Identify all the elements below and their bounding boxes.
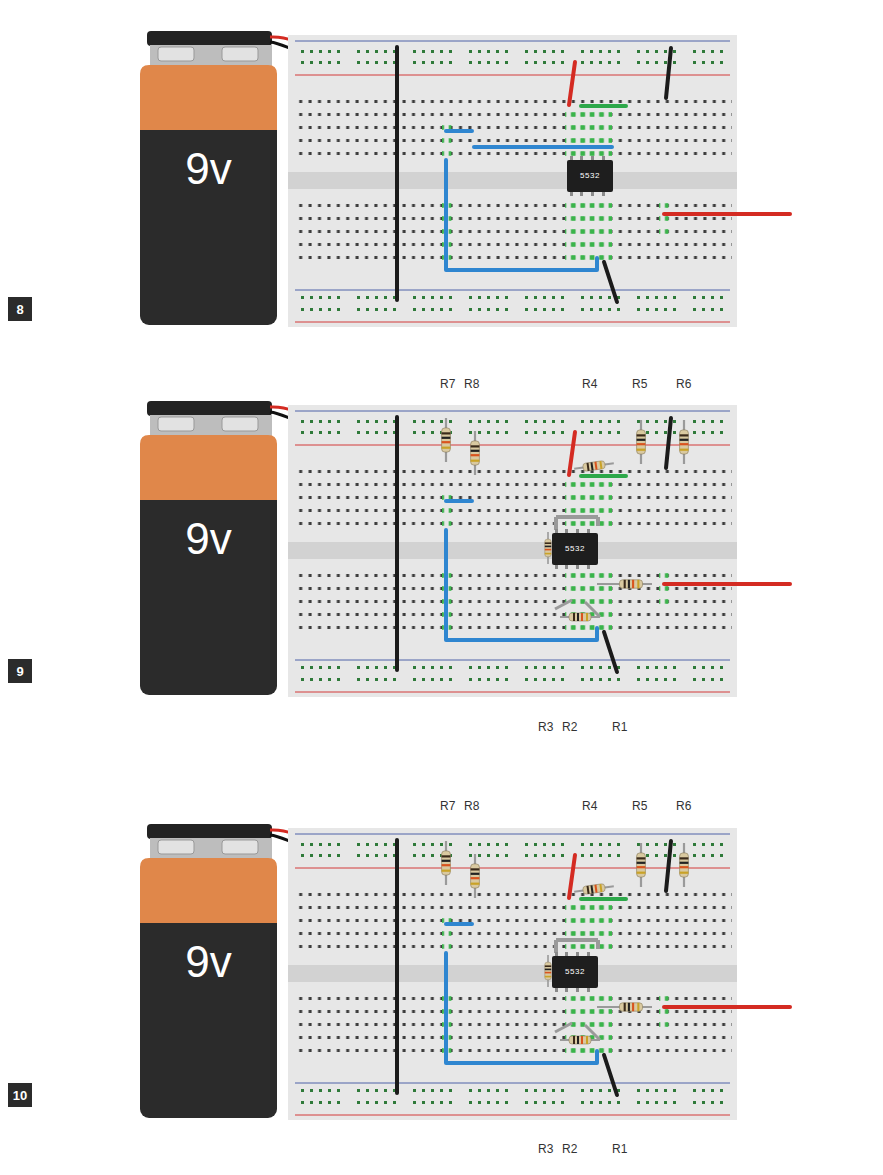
battery-9v: 9v	[140, 130, 277, 325]
part-name: R7	[440, 799, 455, 813]
battery-label: 9v	[185, 937, 231, 987]
panel-9-breadboard	[140, 401, 790, 697]
step-number: 9	[8, 659, 32, 683]
op-amp-chip: 5532	[552, 956, 598, 988]
part-name: R5	[632, 377, 647, 391]
battery-9v: 9v	[140, 923, 277, 1118]
part-name: R6	[676, 377, 691, 391]
step-number-text: 9	[16, 664, 23, 679]
part-name: R8	[464, 377, 479, 391]
part-name: R6	[676, 799, 691, 813]
part-name: R1	[612, 1142, 627, 1156]
part-name: R7	[440, 377, 455, 391]
step-number: 10	[8, 1083, 32, 1107]
battery-9v: 9v	[140, 500, 277, 695]
part-name: R2	[562, 720, 577, 734]
battery-label: 9v	[185, 144, 231, 194]
part-name: R8	[464, 799, 479, 813]
step-number-text: 10	[13, 1088, 27, 1103]
panel-8-breadboard	[140, 31, 790, 327]
step-number: 8	[8, 297, 32, 321]
battery-label: 9v	[185, 514, 231, 564]
op-amp-chip: 5532	[567, 160, 613, 192]
chip-label: 5532	[580, 171, 600, 181]
chip-label: 5532	[565, 967, 585, 977]
part-name: R4	[582, 377, 597, 391]
part-name: R2	[562, 1142, 577, 1156]
part-name: R3	[538, 1142, 553, 1156]
part-name: R4	[582, 799, 597, 813]
step-number-text: 8	[16, 302, 23, 317]
part-name: R1	[612, 720, 627, 734]
part-name: R5	[632, 799, 647, 813]
part-name: R3	[538, 720, 553, 734]
op-amp-chip: 5532	[552, 533, 598, 565]
panel-10-breadboard	[140, 824, 790, 1120]
chip-label: 5532	[565, 544, 585, 554]
